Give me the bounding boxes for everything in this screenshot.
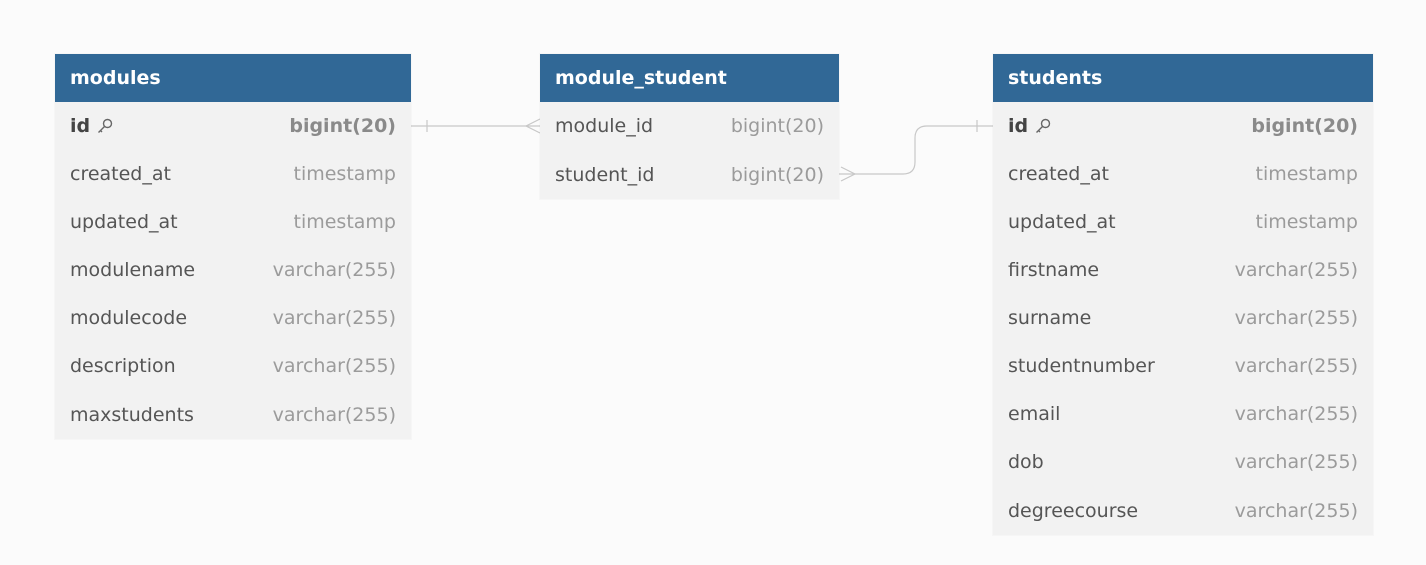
column-type: timestamp [293,211,397,233]
column-name: updated_at [70,211,178,233]
column-type: bigint(20) [289,115,396,137]
column-type: varchar(255) [1234,403,1358,425]
table-title: module_student [555,67,727,89]
column-name: id [1008,115,1029,137]
column-name: updated_at [1008,211,1116,233]
column-type: bigint(20) [730,115,824,137]
column-type: varchar(255) [1234,355,1358,377]
column-name: modulecode [70,307,188,329]
table-row[interactable]: updated_at timestamp [55,198,411,246]
column-name: surname [1008,307,1092,329]
column-name: id [70,115,91,137]
table-students[interactable]: students id bigint(20) created_at timest… [993,54,1373,535]
key-icon [96,117,114,135]
column-type: bigint(20) [1251,115,1358,137]
column-type: bigint(20) [730,163,824,186]
table-row[interactable]: dob varchar(255) [993,438,1373,486]
column-type: timestamp [1255,211,1359,233]
column-type: varchar(255) [1234,259,1358,281]
column-name: email [1008,403,1061,425]
table-row[interactable]: degreecourse varchar(255) [993,486,1373,535]
table-row[interactable]: surname varchar(255) [993,294,1373,342]
column-type: varchar(255) [272,355,396,377]
column-name: dob [1008,451,1044,473]
table-row[interactable]: id bigint(20) [993,102,1373,150]
column-type: varchar(255) [272,259,396,281]
many-marker [840,166,857,182]
relation-students-module-student [839,125,993,175]
column-type: varchar(255) [272,403,396,426]
column-type: varchar(255) [1234,451,1358,473]
table-row[interactable]: modulecode varchar(255) [55,294,411,342]
table-title: modules [70,67,161,89]
table-row[interactable]: studentnumber varchar(255) [993,342,1373,390]
table-module-student[interactable]: module_student module_id bigint(20) stud… [540,54,839,199]
table-row[interactable]: updated_at timestamp [993,198,1373,246]
table-row[interactable]: student_id bigint(20) [540,150,839,199]
table-modules[interactable]: modules id bigint(20) created_at timesta… [55,54,411,439]
table-title: students [1008,67,1103,89]
column-name: student_id [555,163,655,186]
table-row[interactable]: description varchar(255) [55,342,411,390]
table-header[interactable]: students [993,54,1373,102]
key-icon [1034,117,1052,135]
column-name: maxstudents [70,403,194,426]
column-name: module_id [555,115,654,137]
table-row[interactable]: module_id bigint(20) [540,102,839,150]
table-row[interactable]: created_at timestamp [55,150,411,198]
table-row[interactable]: maxstudents varchar(255) [55,390,411,439]
column-name: modulename [70,259,196,281]
table-header[interactable]: module_student [540,54,839,102]
table-row[interactable]: email varchar(255) [993,390,1373,438]
column-name: studentnumber [1008,355,1155,377]
column-name: firstname [1008,259,1100,281]
column-name: created_at [70,163,171,185]
column-type: varchar(255) [1234,307,1358,329]
many-marker [524,118,541,134]
table-header[interactable]: modules [55,54,411,102]
table-row[interactable]: id bigint(20) [55,102,411,150]
column-name: created_at [1008,163,1109,185]
table-row[interactable]: firstname varchar(255) [993,246,1373,294]
column-name: description [70,355,176,377]
column-type: varchar(255) [272,307,396,329]
column-type: timestamp [1255,163,1359,185]
column-type: varchar(255) [1234,499,1358,522]
column-name: degreecourse [1008,499,1139,522]
table-row[interactable]: modulename varchar(255) [55,246,411,294]
column-type: timestamp [293,163,397,185]
table-row[interactable]: created_at timestamp [993,150,1373,198]
